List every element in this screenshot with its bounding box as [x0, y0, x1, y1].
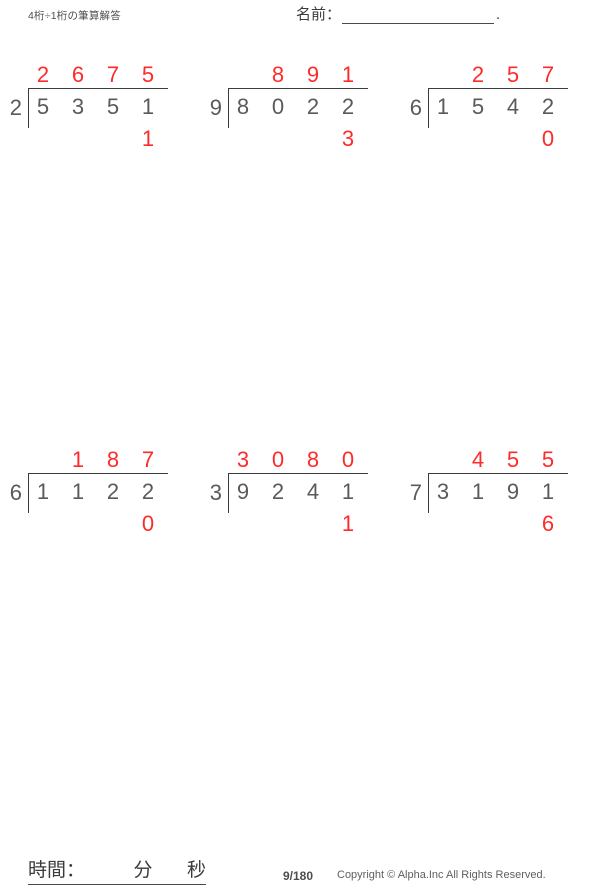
- dividend-digit: 1: [71, 479, 85, 504]
- dividend-digit: 1: [36, 479, 50, 504]
- quotient-digit: 3: [236, 447, 250, 472]
- remainder-row-1: 1: [28, 126, 168, 156]
- remainder-digit: 1: [341, 511, 355, 536]
- quotient-digit: 1: [341, 62, 355, 87]
- dividend-digit: 1: [341, 479, 355, 504]
- dividend-digit: 4: [306, 479, 320, 504]
- quotient-digit: 7: [141, 447, 155, 472]
- quotient-digit: 5: [141, 62, 155, 87]
- name-trailing-dot: .: [496, 6, 501, 23]
- divisor-6: 7: [409, 480, 422, 505]
- dividend-row-5: 9 2 4 1: [228, 479, 368, 509]
- quotient-digit: 2: [471, 62, 485, 87]
- dividend-digit: 8: [236, 94, 250, 119]
- division-bracket-2: [228, 88, 368, 128]
- quotient-digit: 2: [36, 62, 50, 87]
- time-record-block: 時間： 分 秒: [28, 859, 206, 885]
- quotient-digit: 5: [506, 62, 520, 87]
- copyright-notice: Copyright © Alpha.Inc All Rights Reserve…: [337, 869, 546, 881]
- remainder-row-6: 6: [428, 511, 568, 541]
- quotient-row-6: 4 5 5: [428, 447, 568, 477]
- division-problem-1: 2 2 6 7 5 5 3 5 1 1: [0, 60, 200, 160]
- dividend-digit: 1: [541, 479, 555, 504]
- quotient-digit: 5: [506, 447, 520, 472]
- dividend-digit: 0: [271, 94, 285, 119]
- division-bracket-5: [228, 473, 368, 513]
- quotient-row-4: 1 8 7: [28, 447, 168, 477]
- quotient-digit: 6: [71, 62, 85, 87]
- dividend-digit: 3: [436, 479, 450, 504]
- worksheet-title: 4桁÷1桁の筆算解答: [28, 10, 121, 22]
- quotient-digit: 5: [541, 447, 555, 472]
- division-bracket-6: [428, 473, 568, 513]
- divisor-3: 6: [409, 95, 422, 120]
- dividend-row-6: 3 1 9 1: [428, 479, 568, 509]
- seconds-unit-label: 秒: [186, 860, 206, 881]
- division-problem-2: 9 8 9 1 8 0 2 2 3: [200, 60, 400, 160]
- division-bracket-3: [428, 88, 568, 128]
- division-bracket-4: [28, 473, 168, 513]
- division-problem-3: 6 2 5 7 1 5 4 2 0: [400, 60, 600, 160]
- division-bracket-1: [28, 88, 168, 128]
- quotient-digit: 9: [306, 62, 320, 87]
- page-header: 4桁÷1桁の筆算解答 名前： .: [0, 0, 600, 38]
- quotient-digit: 1: [71, 447, 85, 472]
- quotient-digit: 0: [341, 447, 355, 472]
- division-problem-6: 7 4 5 5 3 1 9 1 6: [400, 445, 600, 545]
- divisor-5: 3: [209, 480, 222, 505]
- dividend-row-2: 8 0 2 2: [228, 94, 368, 124]
- quotient-digit: 0: [271, 447, 285, 472]
- dividend-digit: 2: [271, 479, 285, 504]
- dividend-digit: 2: [541, 94, 555, 119]
- dividend-digit: 9: [236, 479, 250, 504]
- remainder-row-3: 0: [428, 126, 568, 156]
- remainder-row-5: 1: [228, 511, 368, 541]
- name-input-line[interactable]: [342, 8, 495, 24]
- dividend-row-4: 1 1 2 2: [28, 479, 168, 509]
- quotient-row-3: 2 5 7: [428, 62, 568, 92]
- divisor-2: 9: [209, 95, 222, 120]
- dividend-digit: 5: [36, 94, 50, 119]
- dividend-digit: 1: [436, 94, 450, 119]
- quotient-row-1: 2 6 7 5: [28, 62, 168, 92]
- dividend-digit: 2: [106, 479, 120, 504]
- remainder-digit: 6: [541, 511, 555, 536]
- divisor-4: 6: [9, 480, 22, 505]
- dividend-digit: 2: [306, 94, 320, 119]
- remainder-digit: 0: [141, 511, 155, 536]
- quotient-digit: 8: [271, 62, 285, 87]
- dividend-digit: 2: [341, 94, 355, 119]
- page-number: 9/180: [283, 869, 314, 883]
- dividend-row-3: 1 5 4 2: [428, 94, 568, 124]
- quotient-row-2: 8 9 1: [228, 62, 368, 92]
- division-problem-5: 3 3 0 8 0 9 2 4 1 1: [200, 445, 400, 545]
- remainder-digit: 1: [141, 126, 155, 151]
- quotient-digit: 8: [306, 447, 320, 472]
- quotient-digit: 8: [106, 447, 120, 472]
- quotient-row-5: 3 0 8 0: [228, 447, 368, 477]
- divisor-1: 2: [9, 95, 22, 120]
- name-field-label: 名前：: [296, 6, 342, 23]
- dividend-digit: 4: [506, 94, 520, 119]
- dividend-row-1: 5 3 5 1: [28, 94, 168, 124]
- quotient-digit: 7: [541, 62, 555, 87]
- minutes-unit-label: 分: [133, 860, 153, 881]
- quotient-digit: 4: [471, 447, 485, 472]
- dividend-digit: 1: [141, 94, 155, 119]
- time-label: 時間：: [28, 860, 86, 881]
- remainder-row-2: 3: [228, 126, 368, 156]
- remainder-row-4: 0: [28, 511, 168, 541]
- remainder-digit: 3: [341, 126, 355, 151]
- dividend-digit: 5: [106, 94, 120, 119]
- remainder-digit: 0: [541, 126, 555, 151]
- page-footer: 時間： 分 秒 9/180 Copyright © Alpha.Inc All …: [0, 851, 600, 891]
- dividend-digit: 3: [71, 94, 85, 119]
- dividend-digit: 1: [471, 479, 485, 504]
- name-field-block: 名前： .: [296, 6, 500, 24]
- dividend-digit: 5: [471, 94, 485, 119]
- division-problem-4: 6 1 8 7 1 1 2 2 0: [0, 445, 200, 545]
- dividend-digit: 9: [506, 479, 520, 504]
- dividend-digit: 2: [141, 479, 155, 504]
- quotient-digit: 7: [106, 62, 120, 87]
